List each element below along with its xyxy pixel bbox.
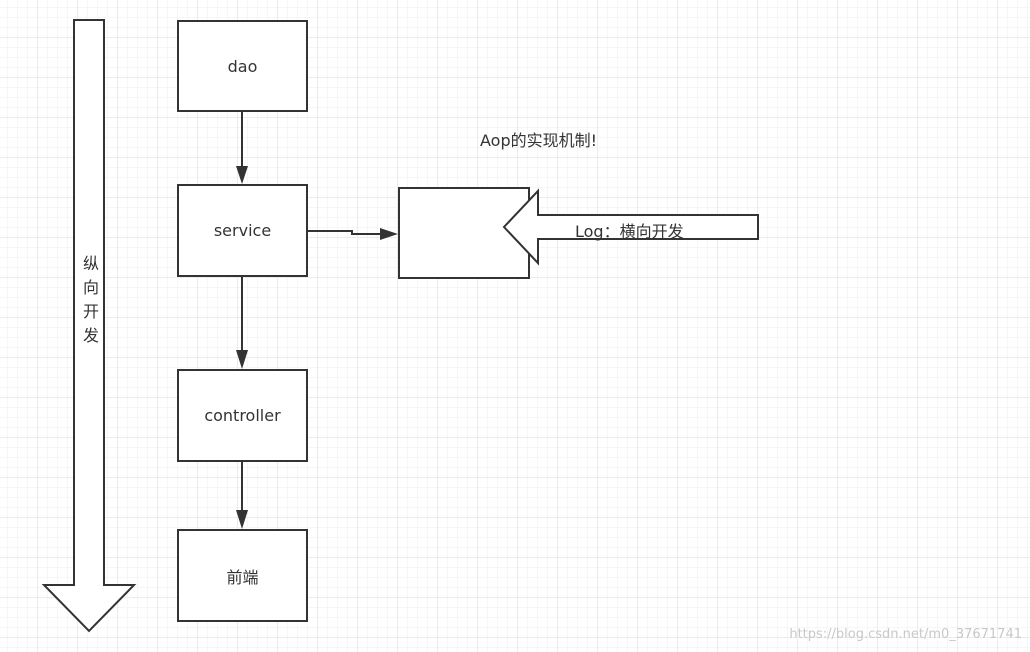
controller-box: controller xyxy=(177,369,308,462)
service-box: service xyxy=(177,184,308,277)
vertical-arrow-label: 纵向开发 xyxy=(82,254,99,345)
aop-title: Aop的实现机制! xyxy=(480,131,598,150)
dao-box: dao xyxy=(177,20,308,112)
arrowhead-service xyxy=(236,166,248,184)
arrowhead-frontend xyxy=(236,510,248,529)
vertical-development-arrow xyxy=(41,19,137,633)
frontend-label: 前端 xyxy=(226,567,259,587)
watermark: https://blog.csdn.net/m0_37671741 xyxy=(789,627,1022,642)
dao-label: dao xyxy=(227,56,258,76)
arrowhead-controller xyxy=(236,350,248,369)
service-label: service xyxy=(213,221,272,240)
frontend-box: 前端 xyxy=(177,529,308,622)
controller-label: controller xyxy=(204,406,281,425)
arrowhead-aop xyxy=(380,228,398,240)
connector-service-aop xyxy=(308,230,382,235)
aop-target-box xyxy=(398,187,530,279)
horizontal-arrow-label: Log：横向开发 xyxy=(575,222,684,241)
